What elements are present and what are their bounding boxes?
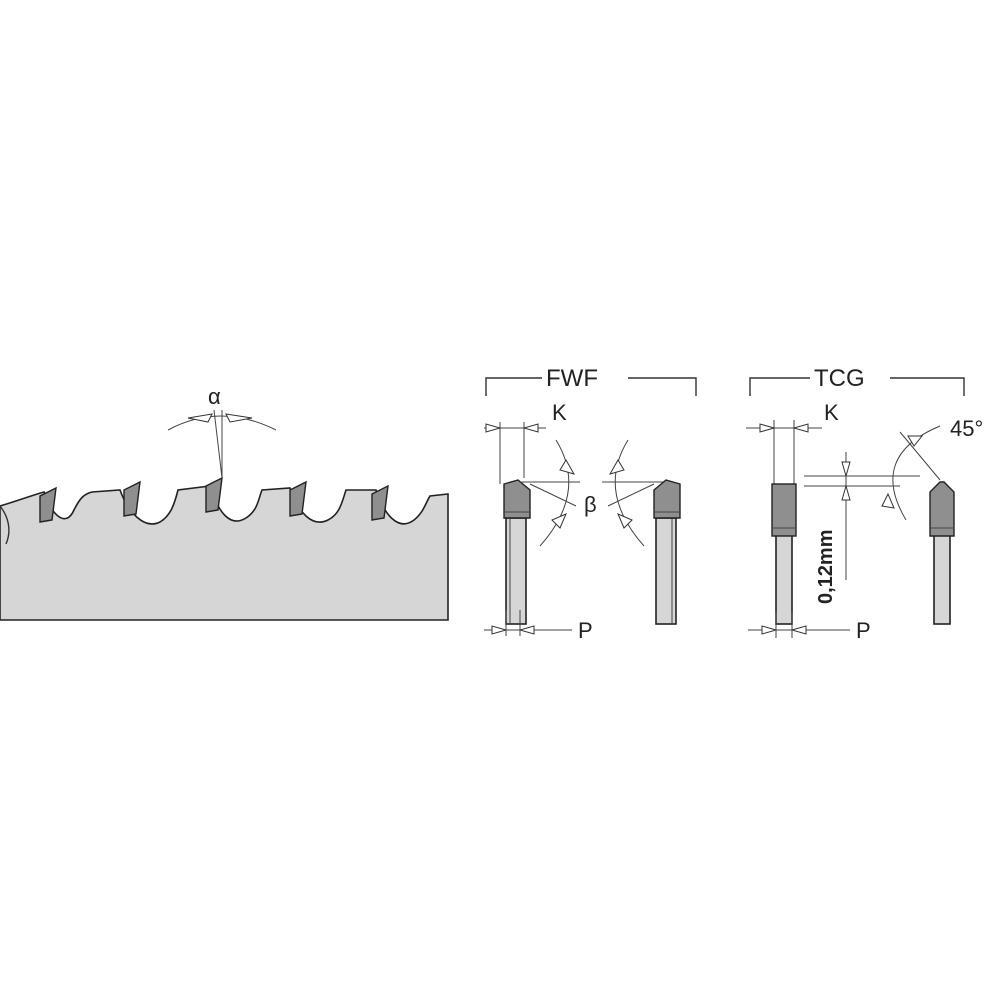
blade-body	[0, 485, 449, 621]
tcg-left-shank	[775, 533, 793, 625]
alpha-arrow-left	[187, 413, 213, 423]
fwf-p-arrow-left	[491, 625, 508, 635]
carbide-tooth-3	[205, 476, 223, 513]
tcg-k-arrow-right	[792, 423, 809, 433]
fwf-beta-arc-right	[614, 439, 645, 547]
tcg-angle-arrow-bottom	[881, 492, 895, 509]
tcg-height-arrow-top	[841, 461, 851, 478]
tcg-p-arrow-right	[790, 625, 807, 635]
fwf-beta-arrow-1	[559, 459, 576, 475]
fwf-beta-arrow-4	[617, 513, 633, 529]
carbide-tooth-2	[123, 480, 141, 517]
fwf-right-tip	[653, 479, 681, 519]
blade-teeth-outline	[0, 505, 10, 545]
tcg-angle-line	[899, 431, 941, 481]
tcg-angle-arc	[892, 425, 941, 521]
tcg-height-label: 0,12mm	[815, 530, 837, 605]
alpha-arrow-right	[225, 413, 253, 423]
alpha-label: α	[208, 384, 221, 409]
fwf-diagram: FWF K β P	[484, 365, 697, 643]
fwf-beta-diag-right	[607, 483, 655, 507]
tcg-diagram: TCG K 0,12mm 45° P	[746, 365, 983, 643]
tcg-p-arrow-left	[761, 625, 778, 635]
blade-profile: α	[0, 384, 449, 621]
tcg-k-label: K	[824, 400, 839, 425]
tcg-angle-label: 45°	[950, 416, 983, 441]
tcg-bracket	[749, 377, 965, 396]
tcg-height-arrow-bottom	[841, 484, 851, 501]
fwf-beta-diag-left	[529, 483, 577, 507]
fwf-k-label: K	[552, 400, 567, 425]
fwf-beta-arrow-3	[608, 459, 625, 475]
fwf-k-arrow-right	[522, 423, 539, 433]
tcg-left-tip	[771, 483, 797, 537]
fwf-p-arrow-right	[518, 625, 535, 635]
tcg-right-tip	[929, 481, 955, 537]
carbide-tooth-4	[289, 480, 307, 517]
fwf-bracket	[485, 377, 697, 396]
tcg-angle-arrow-top	[907, 435, 924, 447]
carbide-tooth-5	[371, 484, 389, 521]
fwf-beta-arc-left	[539, 439, 570, 547]
fwf-title: FWF	[546, 365, 598, 392]
fwf-k-arrow-left	[485, 423, 502, 433]
tcg-right-shank	[933, 533, 951, 625]
fwf-beta-arrow-2	[551, 513, 567, 529]
alpha-arc	[167, 415, 277, 431]
carbide-tooth-1	[39, 486, 57, 523]
alpha-line-left	[213, 409, 223, 479]
tcg-k-arrow-left	[759, 423, 776, 433]
fwf-right-shank	[655, 517, 677, 625]
fwf-beta-label: β	[584, 492, 597, 517]
tcg-title: TCG	[814, 365, 865, 392]
fwf-left-shank	[505, 517, 527, 625]
tcg-p-label: P	[856, 618, 871, 643]
fwf-p-label: P	[578, 618, 593, 643]
